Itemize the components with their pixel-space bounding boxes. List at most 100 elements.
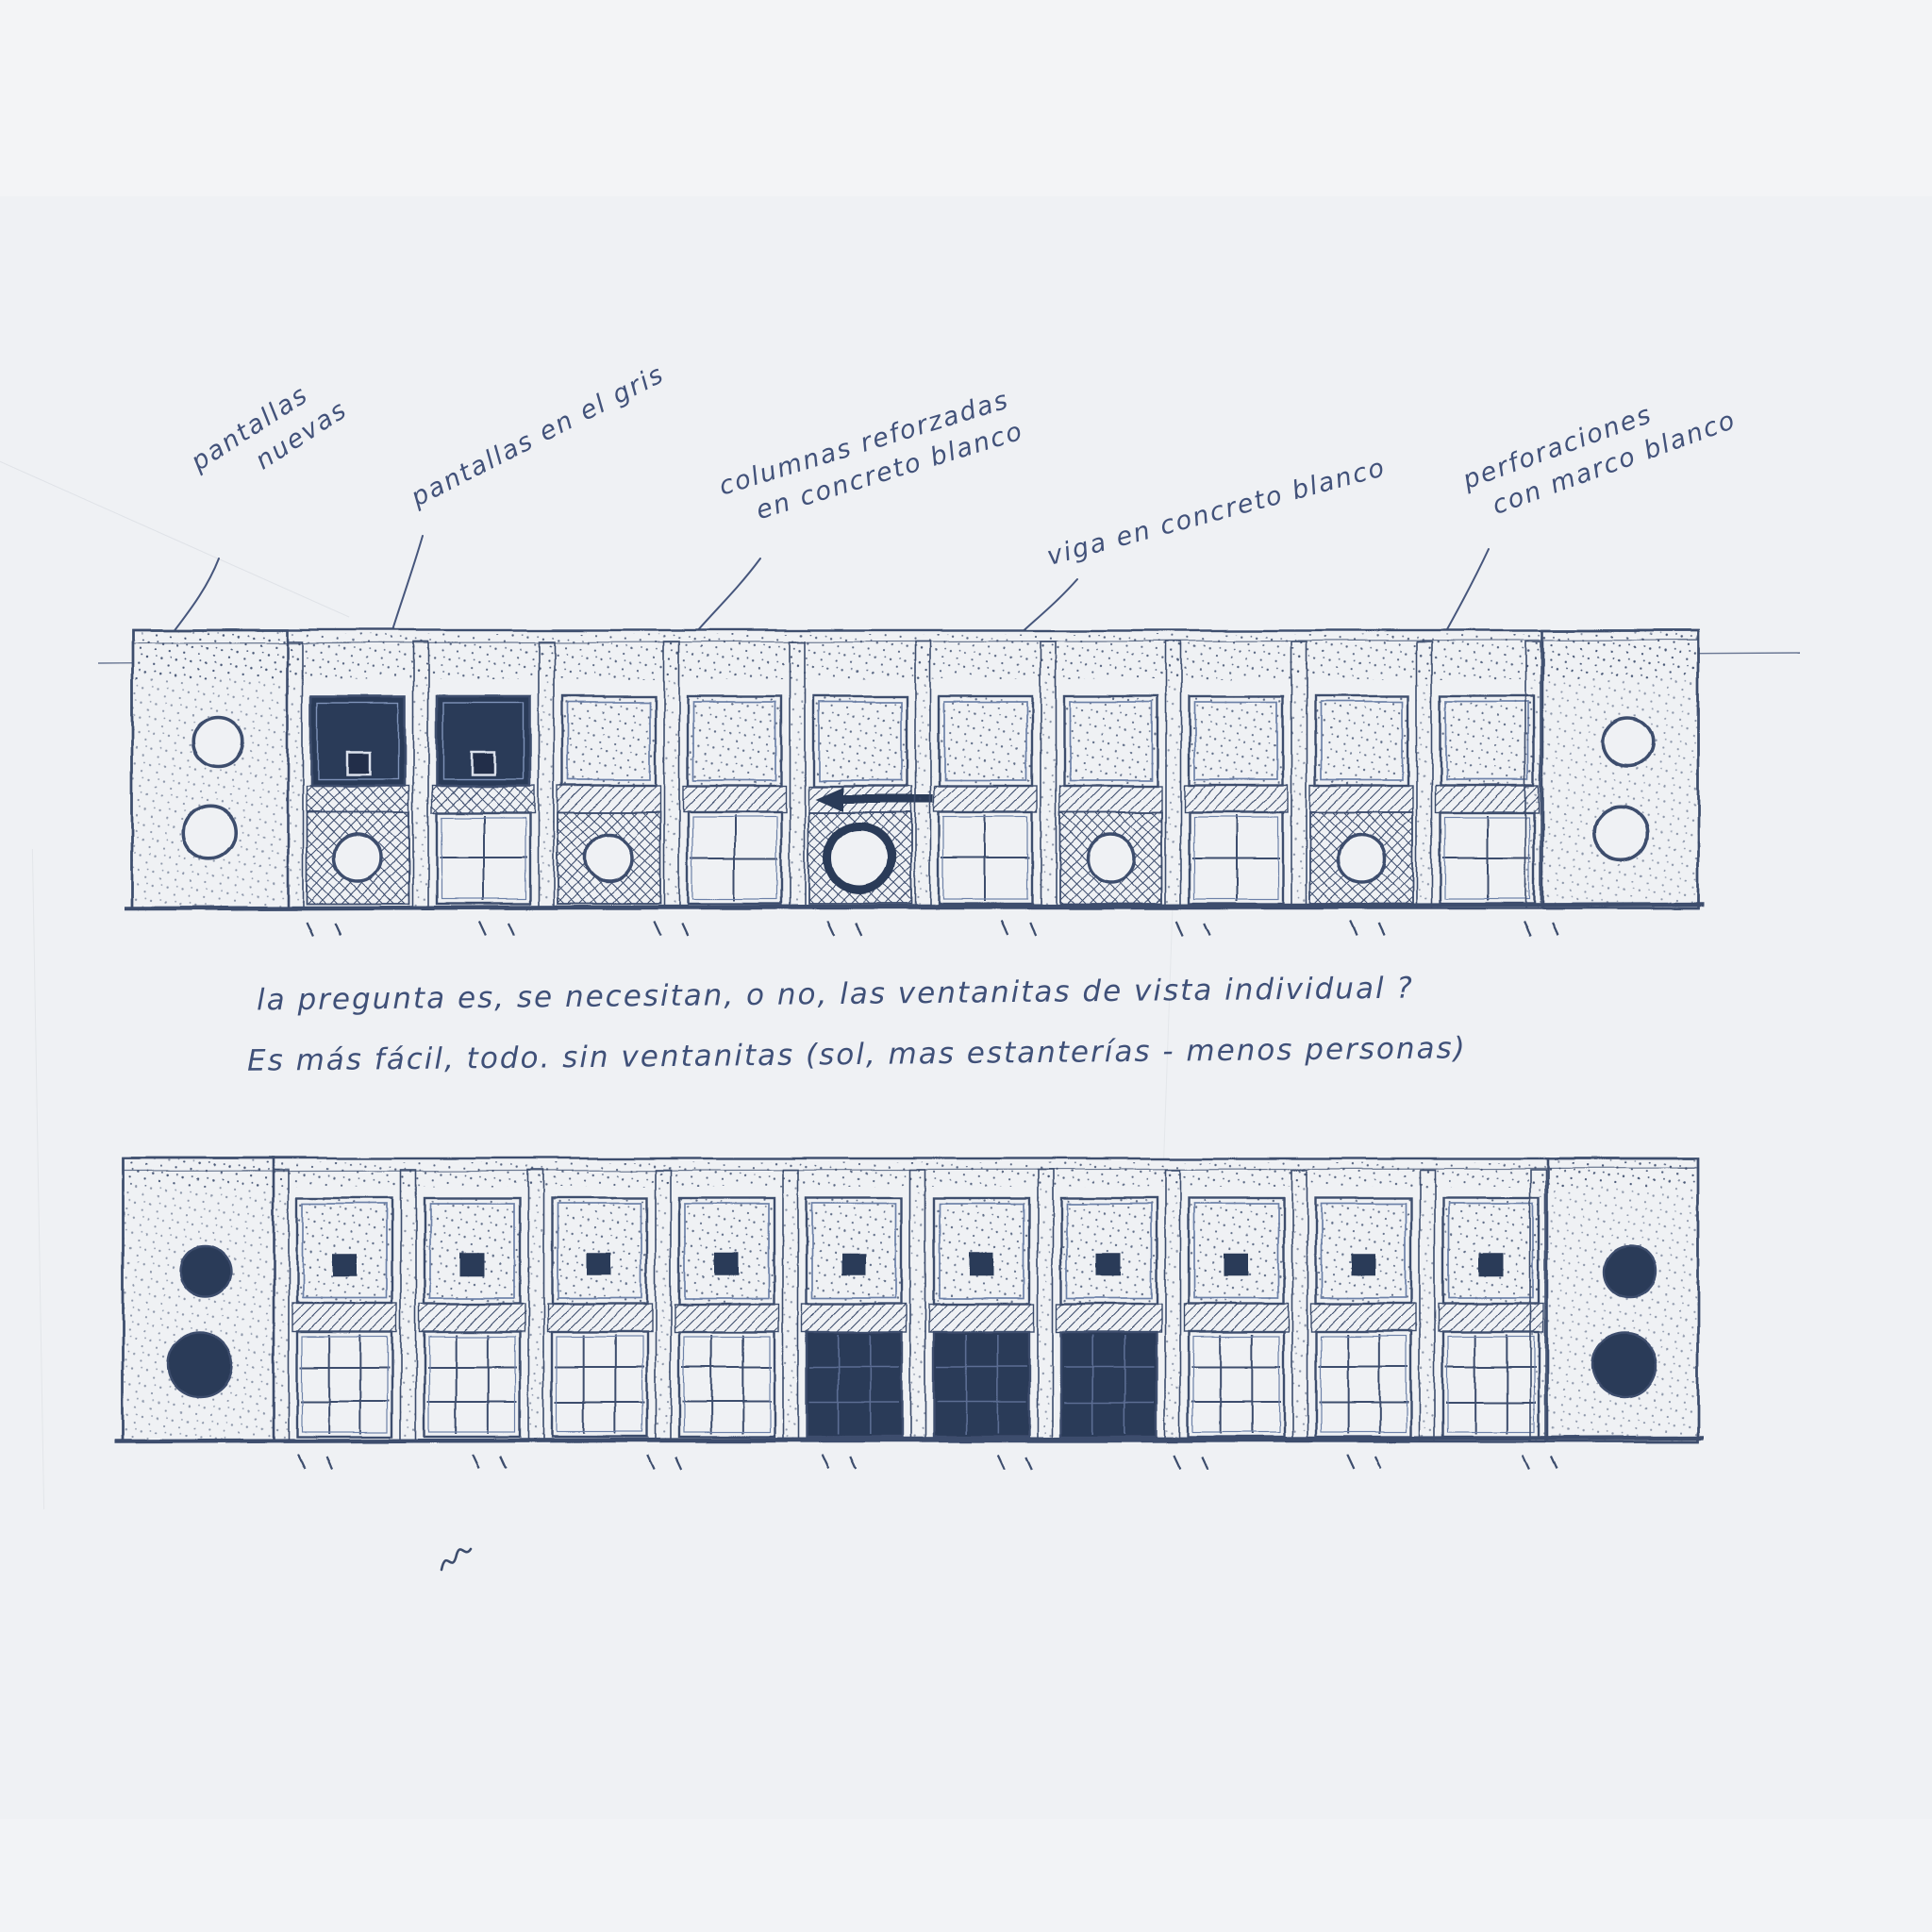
lower-window [435,810,532,906]
beam-segment [674,1303,780,1333]
grid-lines [1192,815,1280,901]
lower-window-dark [1059,1330,1158,1439]
dimension-ticks [1001,921,1038,937]
column [1416,641,1433,909]
dimension-ticks [478,921,515,937]
column [538,641,555,909]
dimension-ticks [305,921,341,937]
beam-segment [682,785,787,813]
grid-lines [937,1335,1026,1434]
upper-window [937,694,1034,788]
dimension-ticks [1174,921,1211,937]
lower-window-dark [932,1330,1031,1439]
bottom-elevation [114,1157,1705,1470]
lower-window [686,810,783,906]
perforation-circle [1591,805,1649,862]
grid-lines [682,1335,772,1434]
bold-circle [824,822,896,894]
lower-window-inner [1320,1336,1407,1433]
perforation-circle [181,805,239,862]
upper-window [932,1196,1031,1306]
column [782,1169,799,1442]
scan-edge-bottom [0,1819,1932,1932]
ground-line [114,1435,1705,1444]
dimension-ticks [826,921,863,937]
upper-window [560,694,658,788]
upper-window [1188,694,1285,788]
beam-segment [431,785,536,813]
upper-window [1059,1196,1158,1306]
grid-lines [300,1335,390,1434]
grid-lines [555,1335,644,1434]
grid-lines [941,815,1029,901]
column [914,641,931,909]
lower-window [423,1330,522,1439]
column [1040,641,1057,909]
column [1291,641,1307,909]
dimension-ticks [1346,1454,1383,1470]
small-opening-dark [1478,1253,1504,1276]
scan-edge-top [0,0,1932,196]
top-elevation [124,628,1705,937]
left-end-panel [121,1157,275,1443]
small-opening-dark [332,1253,358,1276]
beam-segment [557,785,661,813]
lower-window [550,1330,649,1439]
panel-circle [583,832,635,884]
upper-window-inner [429,1203,515,1299]
beam-segment [928,1303,1035,1333]
column [1529,1169,1546,1442]
grid-lines [1319,1335,1408,1434]
beam-segment [419,1303,525,1333]
grid-lines [691,815,778,901]
column [527,1169,544,1442]
lower-window-inner [441,816,526,900]
small-opening-dark [1224,1253,1249,1276]
grid-lines [1064,1335,1154,1434]
grid-lines [1446,1335,1536,1434]
column [1419,1169,1436,1442]
upper-window-inner [943,701,1027,781]
lower-window-inner [691,816,777,900]
upper-window-inner [1066,1203,1152,1299]
grid-lines [809,1335,899,1434]
upper-window [1313,694,1410,788]
upper-window [295,1196,394,1306]
upper-window-inner [1320,701,1404,781]
beam-segment [933,785,1038,813]
upper-window [423,1196,522,1306]
small-opening-dark [841,1253,867,1276]
upper-window-inner [557,1203,642,1299]
dimension-ticks [653,921,690,937]
grid-lines [1443,815,1531,901]
column [663,641,680,909]
upper-window [677,1196,776,1306]
column [400,1169,417,1442]
dimension-ticks [1172,1454,1208,1470]
column [909,1169,926,1442]
upper-window-inner [1194,701,1278,781]
upper-window-inner [939,1203,1024,1299]
small-opening-dark [1096,1253,1122,1276]
beam-segment [1056,1303,1162,1333]
perforation-circle-dark [178,1244,233,1299]
perforation-circle-dark [1603,1244,1657,1299]
right-end-panel [1541,628,1700,910]
panel-circle [332,832,384,884]
upper-window [805,1196,904,1306]
ground-line [124,902,1705,911]
lower-window-dark [805,1330,904,1439]
beam-segment [546,1303,653,1333]
right-end-panel [1545,1157,1700,1443]
column [1164,1169,1181,1442]
upper-window-inner [1193,1203,1279,1299]
lower-window-inner [428,1336,516,1433]
beam-segment [1184,785,1289,813]
column [655,1169,672,1442]
dimension-ticks [1349,921,1386,937]
upper-window-inner [302,1203,388,1299]
lower-window-inner [556,1336,643,1433]
column [1524,641,1541,909]
ink-squiggle [440,1547,473,1572]
